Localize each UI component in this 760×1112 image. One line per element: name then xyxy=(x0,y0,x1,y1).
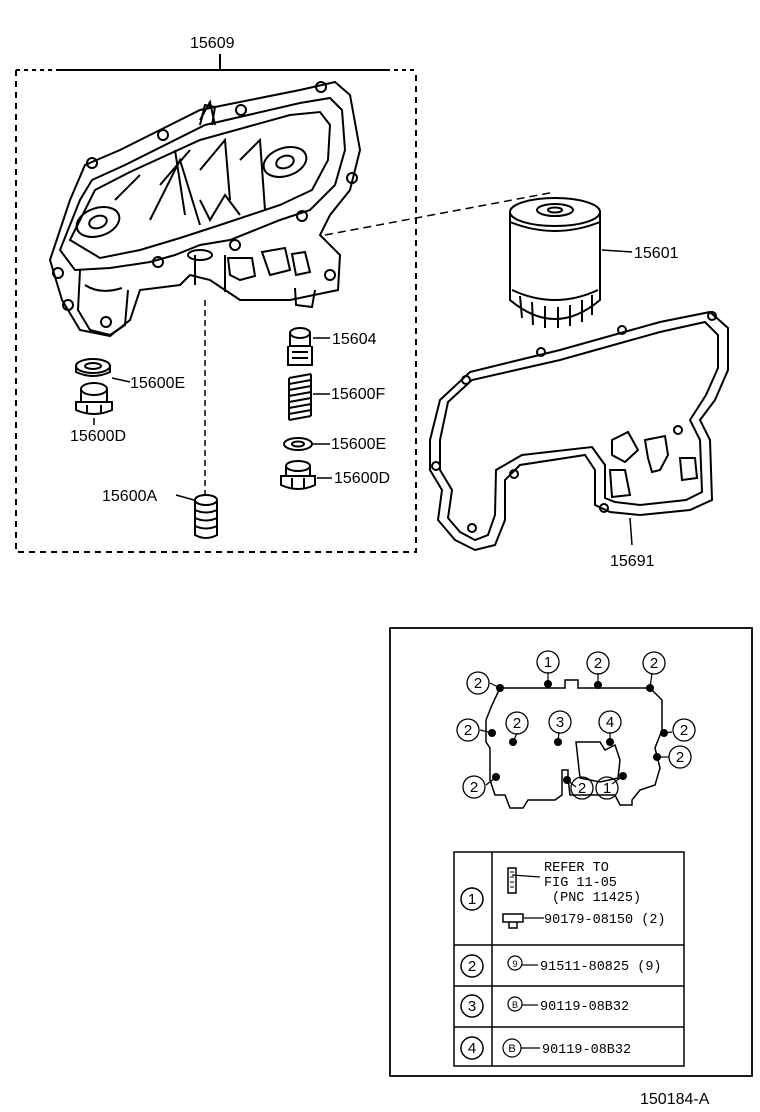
row3-num: 3 xyxy=(468,998,476,1015)
callout-2: 2 xyxy=(470,779,478,796)
spring-15600F xyxy=(288,373,330,421)
row4-num: 4 xyxy=(468,1040,476,1057)
piston-15600A xyxy=(175,494,218,539)
callout-3: 3 xyxy=(556,714,564,731)
washer-15600E-right xyxy=(283,437,330,451)
callout-2: 2 xyxy=(464,722,472,739)
callout-4: 4 xyxy=(606,714,614,731)
row3-part: 90119-08B32 xyxy=(540,1000,629,1015)
label-15600D-right: 15600D xyxy=(334,470,390,487)
row1-refer-3: (PNC 11425) xyxy=(552,891,641,906)
label-15600F: 15600F xyxy=(331,386,385,403)
row2-mark: 9 xyxy=(512,959,517,969)
detail-callout-circles xyxy=(456,650,696,800)
oil-filter-15601 xyxy=(324,191,633,328)
row1-part: 90179-08150 (2) xyxy=(544,913,666,928)
callout-1: 1 xyxy=(544,654,552,671)
callout-2: 2 xyxy=(676,749,684,766)
callout-2: 2 xyxy=(513,715,521,732)
callout-2: 2 xyxy=(650,655,658,672)
label-15604: 15604 xyxy=(332,331,377,348)
washer-15600E-left xyxy=(75,358,131,383)
label-15600E-right: 15600E xyxy=(331,436,386,453)
detail-callout-numbers: 2 1 2 2 2 2 3 4 2 2 2 2 1 xyxy=(464,654,688,797)
detail-panel xyxy=(389,627,753,1077)
callout-1: 1 xyxy=(603,780,611,797)
row2-part: 91511-80825 (9) xyxy=(540,960,662,975)
detail-bolt-dots xyxy=(488,680,668,784)
plug-15600D-left xyxy=(75,382,113,425)
callout-2: 2 xyxy=(578,780,586,797)
valve-15604 xyxy=(287,327,330,366)
callout-2: 2 xyxy=(680,722,688,739)
row1-refer-1: REFER TO xyxy=(544,861,609,876)
row4-part: 90119-08B32 xyxy=(542,1043,631,1058)
label-15600D-left: 15600D xyxy=(70,428,126,445)
row3-mark: B xyxy=(512,1000,518,1010)
part-labels: 15609 15601 15604 15600E 15600D 15600F 1… xyxy=(70,35,679,570)
label-15609: 15609 xyxy=(190,35,235,52)
oil-cooler-housing xyxy=(48,80,362,338)
label-15601: 15601 xyxy=(634,245,679,262)
label-15691: 15691 xyxy=(610,553,655,570)
bolt-table-text: 1 REFER TO FIG 11-05 (PNC 11425) 90179-0… xyxy=(468,861,666,1058)
gasket-15691 xyxy=(429,310,729,552)
label-15600E-left: 15600E xyxy=(130,375,185,392)
figure-id: 150184-A xyxy=(640,1091,710,1108)
row1-num: 1 xyxy=(468,891,476,908)
row2-num: 2 xyxy=(468,958,476,975)
plug-15600D-right xyxy=(280,460,332,490)
callout-2: 2 xyxy=(474,675,482,692)
assembly-box-15609 xyxy=(15,54,417,553)
row1-refer-2: FIG 11-05 xyxy=(544,876,617,891)
row4-mark: B xyxy=(508,1043,515,1055)
label-15600A: 15600A xyxy=(102,488,157,505)
detail-gasket-outline xyxy=(485,679,663,809)
bolt-table-grid xyxy=(453,851,685,1067)
callout-2: 2 xyxy=(594,655,602,672)
